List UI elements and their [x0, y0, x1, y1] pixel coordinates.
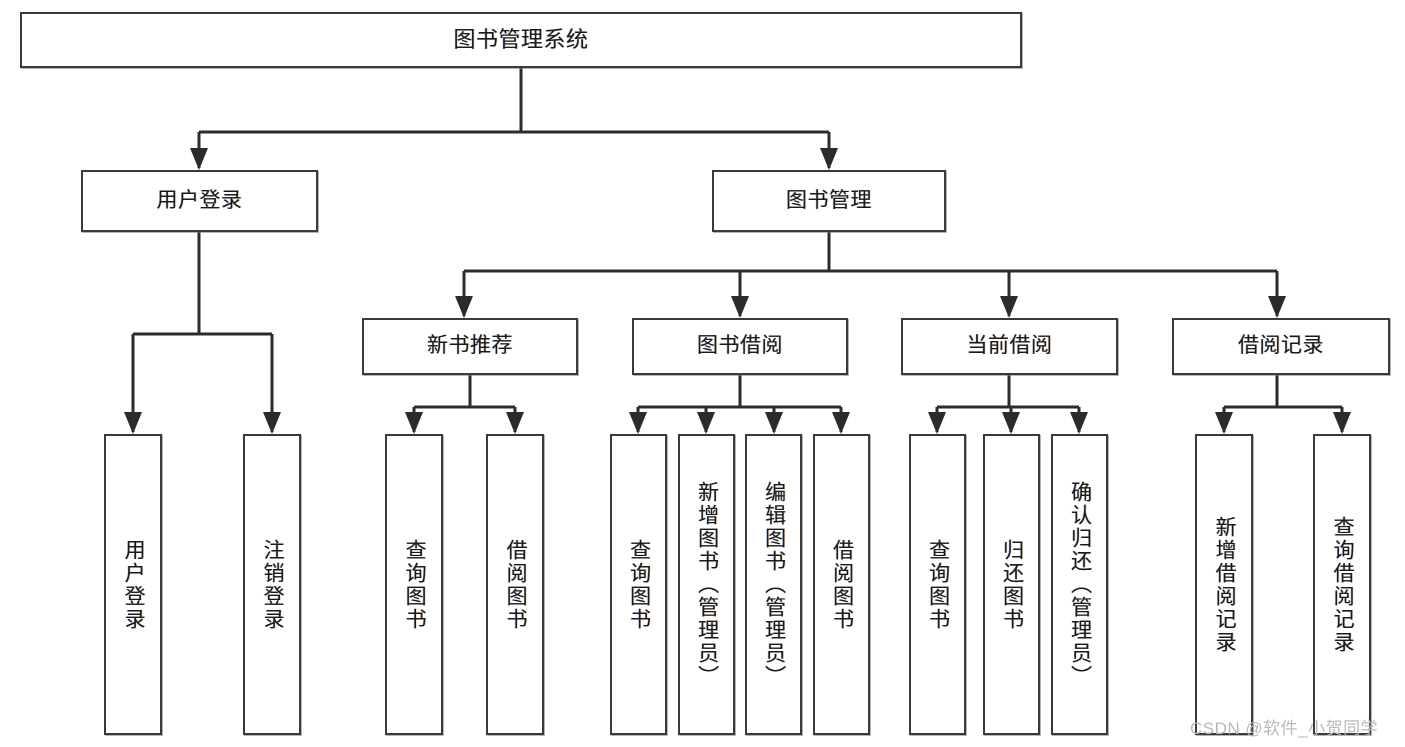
current-split-arrow-1 [1002, 412, 1020, 434]
bookmgmt-split-arrow-2 [1000, 296, 1018, 318]
node-login[interactable]: 用户登录 [81, 170, 318, 232]
newbook-split-arrow-0 [405, 412, 423, 434]
node-label: 归还图书 [1000, 538, 1024, 631]
node-label: 用户登录 [156, 188, 243, 212]
node-b-edit[interactable]: 编辑图书（管理员） [745, 434, 802, 735]
node-c-confirm[interactable]: 确认归还（管理员） [1051, 434, 1108, 735]
node-root[interactable]: 图书管理系统 [20, 12, 1022, 68]
node-label: 查询图书 [403, 538, 427, 631]
node-label: 注销登录 [261, 538, 285, 631]
login-split-arrow-0 [124, 412, 142, 434]
node-label: 图书借阅 [697, 334, 783, 358]
records-split-arrow-0 [1215, 412, 1233, 434]
node-label: 借阅图书 [830, 538, 854, 631]
bookmgmt-split-arrow-0 [455, 296, 473, 318]
node-current[interactable]: 当前借阅 [901, 318, 1118, 375]
borrow-split-arrow-3 [832, 412, 850, 434]
current-split-arrow-0 [928, 412, 946, 434]
borrow-split-arrow-1 [697, 412, 715, 434]
root-split-arrow-0 [190, 148, 208, 170]
node-label: 当前借阅 [966, 334, 1053, 358]
node-b-query[interactable]: 查询图书 [610, 434, 667, 735]
borrow-split-arrow-2 [765, 412, 783, 434]
node-l-logout[interactable]: 注销登录 [243, 434, 301, 735]
newbook-split-arrow-1 [506, 412, 524, 434]
node-borrow[interactable]: 图书借阅 [632, 318, 848, 375]
node-n-query[interactable]: 查询图书 [385, 434, 443, 735]
root-split-arrow-1 [820, 148, 838, 170]
node-label: 借阅图书 [504, 538, 528, 631]
node-records[interactable]: 借阅记录 [1172, 318, 1390, 375]
node-label: 查询图书 [926, 538, 950, 631]
node-label: 图书管理系统 [453, 27, 589, 53]
node-b-lend[interactable]: 借阅图书 [813, 434, 870, 735]
node-label: 新书推荐 [427, 334, 513, 358]
bookmgmt-split-arrow-1 [731, 296, 749, 318]
bookmgmt-split-arrow-3 [1268, 296, 1286, 318]
records-split-arrow-1 [1333, 412, 1351, 434]
node-c-query[interactable]: 查询图书 [909, 434, 966, 735]
borrow-split-arrow-0 [629, 412, 647, 434]
node-label: 图书管理 [786, 188, 872, 212]
node-r-query[interactable]: 查询借阅记录 [1313, 434, 1371, 735]
node-l-login[interactable]: 用户登录 [104, 434, 162, 735]
node-c-return[interactable]: 归还图书 [983, 434, 1040, 735]
node-label: 查询借阅记录 [1331, 515, 1355, 654]
node-label: 查询图书 [627, 538, 651, 631]
node-r-add[interactable]: 新增借阅记录 [1195, 434, 1253, 735]
node-label: 确认归还（管理员） [1068, 481, 1092, 688]
node-label: 用户登录 [122, 538, 146, 631]
node-newbook[interactable]: 新书推荐 [362, 318, 578, 375]
current-split-arrow-2 [1070, 412, 1088, 434]
node-bookmgmt[interactable]: 图书管理 [712, 170, 946, 232]
login-split-arrow-1 [263, 412, 281, 434]
node-label: 新增图书（管理员） [695, 481, 719, 688]
node-label: 借阅记录 [1238, 334, 1324, 358]
node-n-borrow[interactable]: 借阅图书 [486, 434, 544, 735]
node-b-add[interactable]: 新增图书（管理员） [678, 434, 735, 735]
node-label: 新增借阅记录 [1213, 515, 1237, 654]
watermark: CSDN @软件_小贺同学 [1190, 719, 1379, 738]
node-label: 编辑图书（管理员） [762, 481, 786, 688]
